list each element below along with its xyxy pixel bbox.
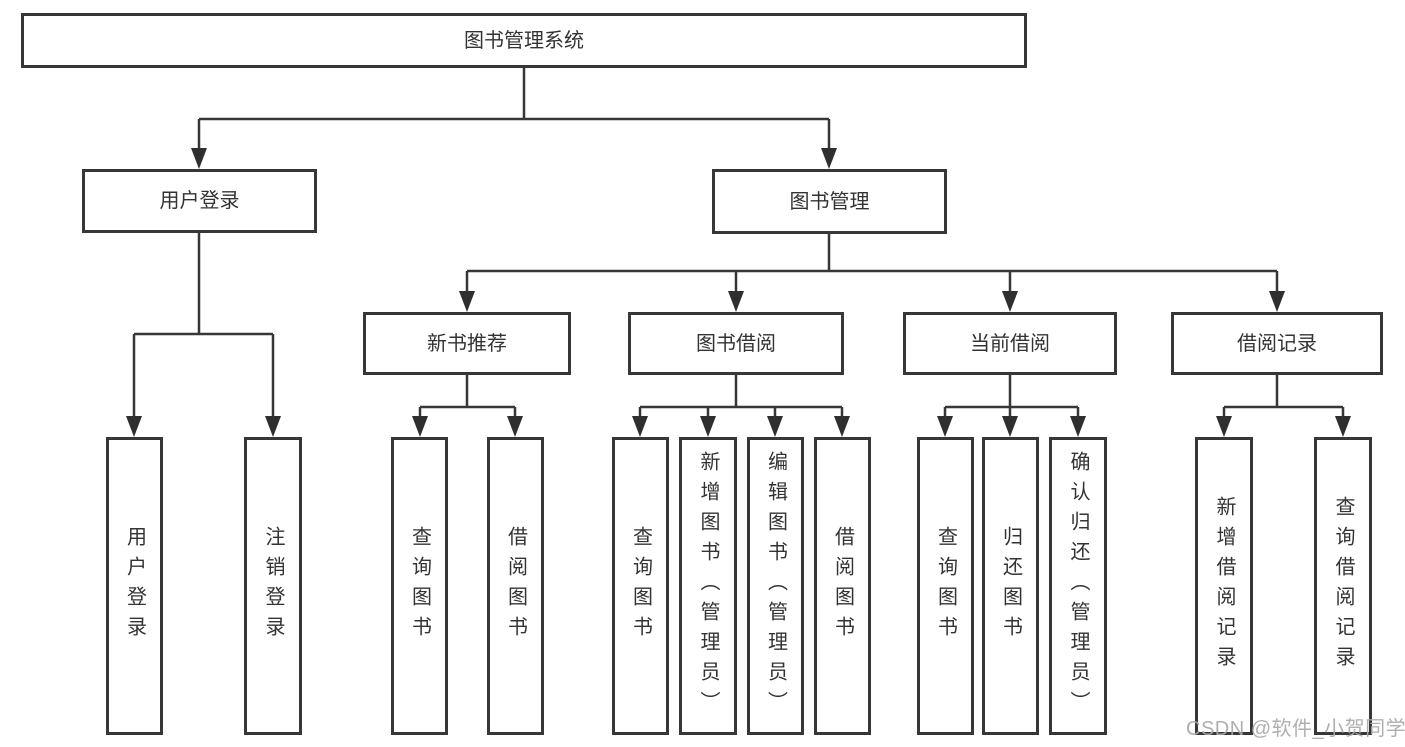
leaf-query-books-borrow: 查询图书 xyxy=(612,437,669,735)
node-book-borrow-label: 图书借阅 xyxy=(696,332,776,355)
csdn-watermark: CSDN @软件_小贺同学 xyxy=(1186,718,1405,740)
leaf-query-books-borrow-label: 查询图书 xyxy=(629,526,652,646)
node-user-login-label: 用户登录 xyxy=(159,190,240,212)
leaf-borrow-books-label: 借阅图书 xyxy=(831,526,854,646)
leaf-logout-label: 注销登录 xyxy=(262,526,284,646)
node-current-borrow: 当前借阅 xyxy=(903,312,1117,375)
leaf-add-borrow-record-label: 新增借阅记录 xyxy=(1213,496,1235,676)
leaf-borrow-books: 借阅图书 xyxy=(814,437,871,735)
leaf-confirm-return-admin: 确认归还（管理员） xyxy=(1049,437,1107,735)
connector-book-borrow xyxy=(632,375,850,437)
node-book-management-label: 图书管理 xyxy=(789,190,870,213)
leaf-logout: 注销登录 xyxy=(244,437,302,735)
leaf-query-books-recommend-label: 查询图书 xyxy=(408,526,431,646)
leaf-borrow-books-recommend: 借阅图书 xyxy=(487,437,544,735)
leaf-return-book-label: 归还图书 xyxy=(999,526,1022,646)
leaf-add-borrow-record: 新增借阅记录 xyxy=(1195,437,1253,735)
leaf-user-login-label: 用户登录 xyxy=(123,526,146,646)
node-root-label: 图书管理系统 xyxy=(464,29,584,52)
node-book-borrow: 图书借阅 xyxy=(628,312,844,375)
connector-new-book-recommend xyxy=(412,375,523,437)
leaf-user-login: 用户登录 xyxy=(106,437,163,735)
connector-borrow-record xyxy=(1216,375,1351,437)
connector-root xyxy=(191,68,837,169)
leaf-query-books-recommend: 查询图书 xyxy=(391,437,448,735)
connector-book-management xyxy=(459,234,1285,312)
leaf-add-book-admin: 新增图书（管理员） xyxy=(679,437,737,735)
leaf-query-borrow-record: 查询借阅记录 xyxy=(1314,437,1372,735)
node-borrow-record-label: 借阅记录 xyxy=(1237,332,1317,355)
node-current-borrow-label: 当前借阅 xyxy=(970,332,1050,355)
node-root: 图书管理系统 xyxy=(21,13,1027,68)
leaf-add-book-admin-label: 新增图书（管理员） xyxy=(697,451,719,721)
leaf-edit-book-admin: 编辑图书（管理员） xyxy=(747,437,804,735)
leaf-edit-book-admin-label: 编辑图书（管理员） xyxy=(764,451,787,721)
connector-current-borrow xyxy=(937,375,1086,437)
leaf-return-book: 归还图书 xyxy=(982,437,1039,735)
node-book-management: 图书管理 xyxy=(712,169,947,234)
leaf-borrow-books-recommend-label: 借阅图书 xyxy=(504,526,527,646)
leaf-confirm-return-admin-label: 确认归还（管理员） xyxy=(1067,451,1089,721)
node-new-book-recommend: 新书推荐 xyxy=(363,312,571,375)
node-new-book-recommend-label: 新书推荐 xyxy=(427,332,507,355)
node-borrow-record: 借阅记录 xyxy=(1171,312,1383,375)
node-user-login: 用户登录 xyxy=(82,169,317,233)
leaf-query-borrow-record-label: 查询借阅记录 xyxy=(1332,496,1354,676)
leaf-query-books-current: 查询图书 xyxy=(917,437,974,735)
leaf-query-books-current-label: 查询图书 xyxy=(934,526,957,646)
connector-user-login xyxy=(126,233,281,437)
